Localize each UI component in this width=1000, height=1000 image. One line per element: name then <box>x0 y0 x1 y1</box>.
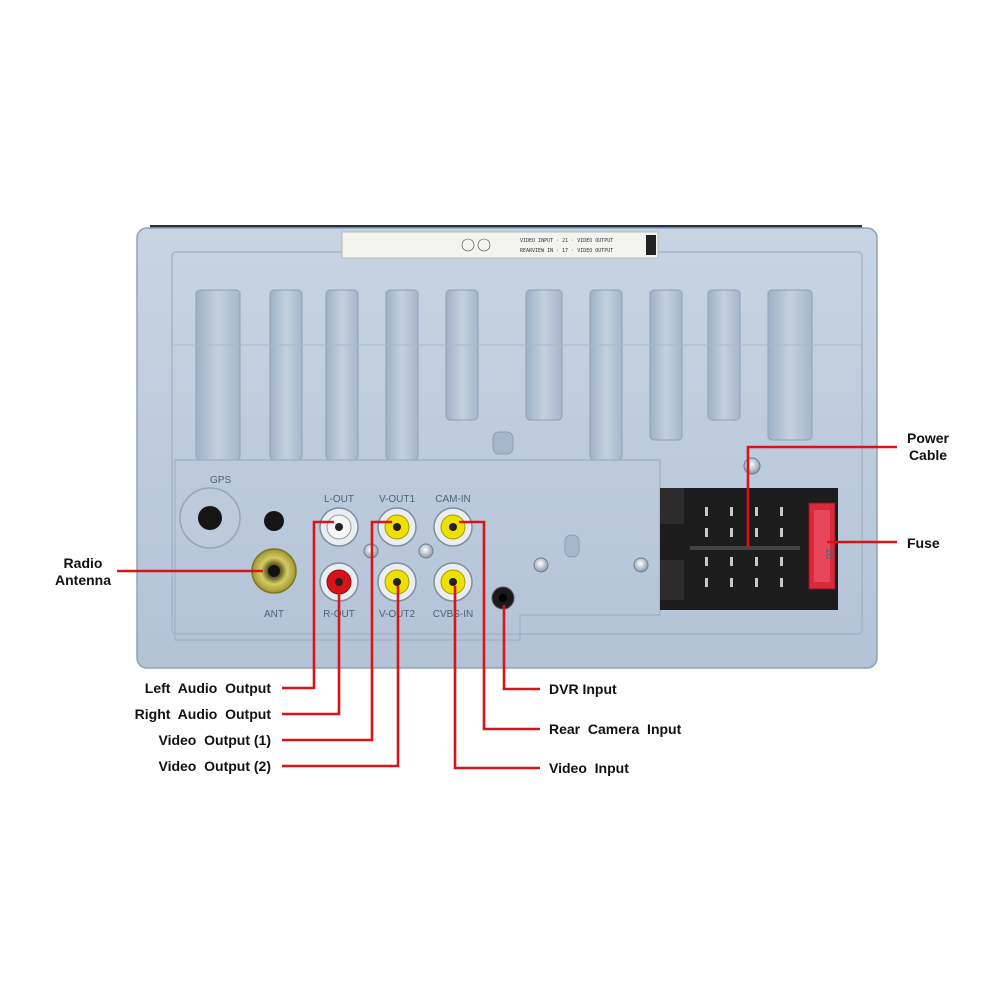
video-output-2-label: Video Output (2) <box>158 758 271 774</box>
left-audio-output-jack <box>319 507 359 547</box>
leader-rear-camera-input <box>459 520 540 731</box>
rear-camera-input-jack <box>433 507 473 547</box>
screw-icon <box>633 557 649 573</box>
left-audio-output-label: Left Audio Output <box>145 680 272 696</box>
radio-antenna-label-line1: Radio <box>64 555 103 571</box>
fuse-label: Fuse <box>907 535 940 551</box>
dvr-input-label: DVR Input <box>549 681 617 697</box>
leader-video-input <box>453 586 540 770</box>
fuse-rating: 10 <box>823 548 834 560</box>
l-out-label: L-OUT <box>324 494 354 505</box>
video-output-2-jack <box>377 562 417 602</box>
power-cable-label-line1: Power <box>907 430 950 446</box>
video-output-1-jack <box>377 507 417 547</box>
screw-icon <box>743 457 761 475</box>
leader-video-output-1 <box>282 520 392 742</box>
leader-lines <box>117 445 897 770</box>
screw-icon <box>533 557 549 573</box>
video-output-1-label: Video Output (1) <box>158 732 271 748</box>
rear-camera-input-label: Rear Camera Input <box>549 721 682 737</box>
rca-jacks: L-OUT V-OUT1 CAM-IN <box>319 494 474 620</box>
leader-right-audio-output <box>282 588 341 716</box>
gps-port: GPS <box>179 475 241 549</box>
svg-text:REARVIEW IN · 17 · VIDEO OUTPU: REARVIEW IN · 17 · VIDEO OUTPUT <box>520 248 613 254</box>
leader-left-audio-output <box>282 520 334 690</box>
right-audio-output-jack <box>319 562 359 602</box>
leader-dvr-input <box>502 605 540 691</box>
leader-power-cable <box>746 445 897 547</box>
power-cable-label-line2: Cable <box>909 447 947 463</box>
blade-fuse: 10 <box>808 502 836 590</box>
video-input-label: Video Input <box>549 760 629 776</box>
video-input-jack <box>433 562 473 602</box>
v-out1-label: V-OUT1 <box>379 494 416 505</box>
gps-label: GPS <box>210 475 231 486</box>
cam-in-label: CAM-IN <box>435 494 471 505</box>
spec-sticker: VIDEO INPUT · 21 · VIDEO OUTPUT REARVIEW… <box>341 231 659 259</box>
radio-antenna-label-line2: Antenna <box>55 572 111 588</box>
ant-label: ANT <box>264 609 284 620</box>
callout-labels: Radio Antenna Left Audio Output Right Au… <box>55 430 950 776</box>
right-audio-output-label: Right Audio Output <box>135 706 272 722</box>
cvbs-in-label: CVBS-IN <box>433 609 474 620</box>
dvr-input-jack <box>491 586 515 610</box>
leader-video-output-2 <box>282 586 400 768</box>
mic-jack <box>264 511 284 531</box>
screw-icon <box>418 543 434 559</box>
svg-text:VIDEO INPUT · 21 · VIDEO OUTPU: VIDEO INPUT · 21 · VIDEO OUTPUT <box>520 238 613 244</box>
